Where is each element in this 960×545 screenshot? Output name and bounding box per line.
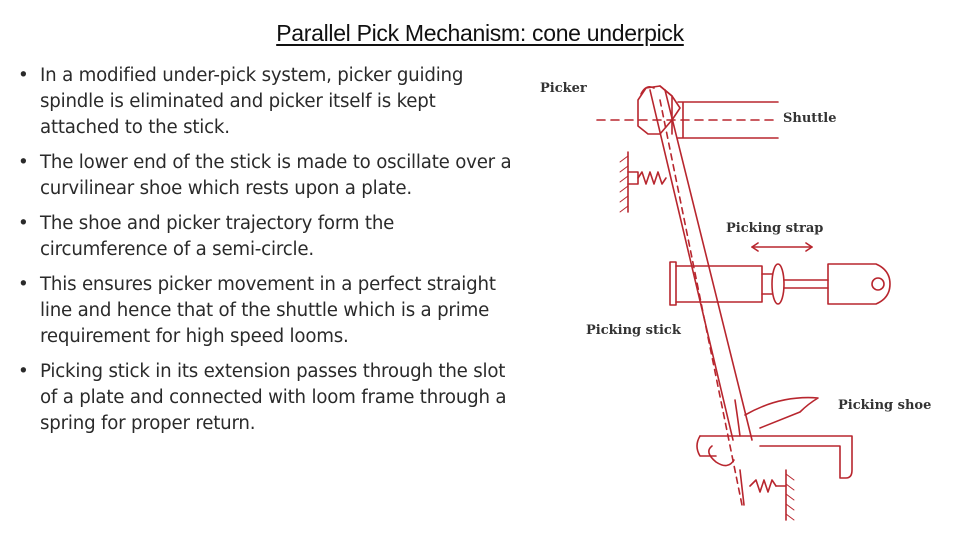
strap-buckle (771, 263, 785, 305)
bullet-item: • This ensures picker movement in a perfe… (18, 272, 518, 350)
spring-bracket (627, 171, 639, 185)
strap-end-plate (827, 263, 891, 305)
mechanism-drawing (596, 85, 891, 521)
label-shuttle: Shuttle (783, 111, 837, 126)
shuttle (677, 101, 779, 139)
frame-hatching (619, 155, 629, 213)
upper-spring (637, 171, 667, 185)
strap-neck (761, 273, 773, 295)
slide-title: Parallel Pick Mechanism: cone underpick (276, 20, 684, 46)
picking-shoe (744, 396, 819, 429)
bullet-symbol: • (18, 65, 29, 86)
picker-top (640, 86, 655, 95)
bullet-text: The shoe and picker trajectory form the … (40, 213, 395, 260)
bullet-symbol: • (18, 213, 29, 234)
bullet-item: • The lower end of the stick is made to o… (18, 150, 518, 202)
label-picking-strap: Picking strap (726, 221, 824, 236)
label-picking-stick: Picking stick (586, 323, 681, 338)
label-picking-shoe: Picking shoe (838, 398, 932, 413)
bullet-text: This ensures picker movement in a perfec… (40, 274, 496, 347)
strap-arrow-heads (751, 242, 813, 252)
bullet-text: Picking stick in its extension passes th… (40, 361, 507, 434)
strap-collar (669, 261, 677, 306)
picking-stick-left-edge (649, 89, 734, 441)
bullet-item: • In a modified under-pick system, picker… (18, 63, 518, 141)
strap-eye (871, 277, 885, 291)
bullet-text: In a modified under-pick system, picker … (40, 65, 464, 138)
label-picker: Picker (540, 81, 587, 96)
stick-centre-line (659, 99, 743, 506)
bullet-symbol: • (18, 274, 29, 295)
bullet-item: • The shoe and picker trajectory form the… (18, 211, 518, 263)
cone-underpick-diagram: Picker Shuttle Picking strap Picking sti… (530, 65, 960, 540)
bullet-item: • Picking stick in its extension passes t… (18, 359, 518, 437)
bullet-text: The lower end of the stick is made to os… (40, 152, 512, 199)
base-hook (696, 435, 717, 457)
bullet-symbol: • (18, 152, 29, 173)
stick-extension (739, 469, 745, 506)
picking-stick-right-edge (664, 89, 753, 441)
strap-body (675, 265, 763, 303)
shoe-hinge (734, 399, 741, 437)
bullet-list: • In a modified under-pick system, picker… (18, 63, 518, 446)
stick-foot (708, 445, 735, 467)
base-plate (699, 435, 853, 479)
lower-spring (749, 479, 777, 493)
floor-hatching (785, 473, 795, 521)
bullet-symbol: • (18, 361, 29, 382)
strap-rod (783, 279, 829, 289)
